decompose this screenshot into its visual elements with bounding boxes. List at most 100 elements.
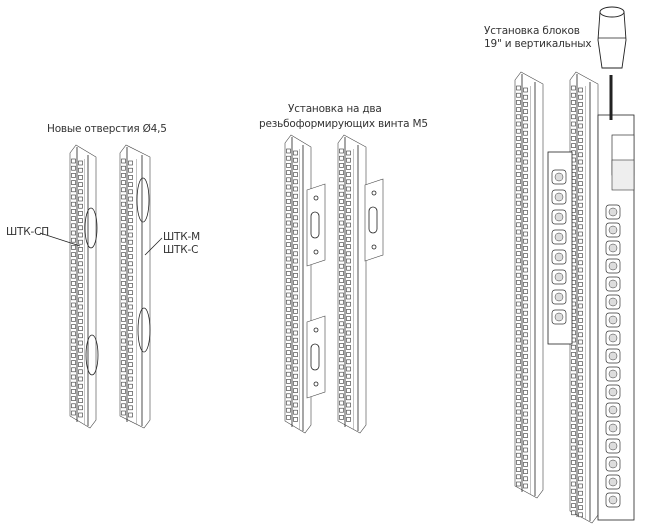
rail-hole [346,273,351,278]
rail-hole [293,345,298,350]
rail-hole [571,481,576,487]
rail-hole [523,159,528,165]
rail-hole [578,289,583,294]
rail-hole [293,352,298,357]
rail-hole [346,172,351,177]
rail-hole [339,170,344,175]
rail-hole [293,337,298,343]
rail-hole [78,290,83,295]
rail-hole [78,232,83,238]
rail-hole [578,418,583,424]
rail-hole [523,325,528,330]
rail-hole [339,184,344,190]
rail-hole [339,357,344,363]
rail-hole [523,296,528,302]
rail-hole [121,180,126,185]
bracket-top-left [306,183,326,267]
rail-hole [121,381,126,387]
rail-hole [523,181,528,186]
rail-hole [516,114,521,120]
rail-hole [293,193,298,199]
rail-hole [339,299,344,305]
rail-hole [71,165,76,171]
rail-hole [346,330,351,336]
rail-hole [293,381,298,386]
rail-hole [293,215,298,221]
label-mount-screws-2: резьбоформирующих винта М5 [259,118,428,130]
rail-hole [571,85,576,91]
rail-hole [571,344,576,350]
rail-hole [339,271,344,276]
rail-hole [293,201,298,206]
rail-hole [578,318,583,323]
rail-hole [571,424,576,429]
rail-hole [523,440,528,446]
rail-hole [293,165,298,170]
rail-hole [346,352,351,357]
rail-hole [71,259,76,265]
rail-hole [516,208,521,213]
rail-hole [516,172,521,177]
rail-hole [523,130,528,136]
rail-hole [346,186,351,192]
rail-hole [71,331,76,337]
rail-hole [78,383,83,389]
rail-hole [516,244,521,249]
rail-hole [578,145,583,150]
rail-hole [578,361,583,366]
bracket-bottom-left [306,315,326,399]
rail-hole [71,173,76,178]
rail-hole [78,268,83,274]
rail-hole [128,254,133,259]
rail-hole [346,280,351,285]
rail-hole [286,278,291,283]
rail-hole [523,454,528,460]
rail-hole [78,182,83,187]
label-mount-screws-1: Установка на два [288,103,382,115]
rail-hole [286,371,291,377]
rail-hole [578,483,583,489]
rail-hole [516,330,521,336]
rail-hole [346,229,351,235]
rail-hole [516,337,521,343]
rail-hole [346,165,351,170]
rail-hole [516,85,521,91]
rail-hole [286,235,291,240]
rail-hole [71,187,76,193]
rail-hole [571,488,576,494]
rail-hole [578,152,583,158]
rail-hole [128,405,133,411]
rail-hole [293,157,298,163]
rail-hole [346,179,351,185]
rail-hole [571,452,576,458]
rail-hole [78,391,83,396]
rail-hole [121,374,126,380]
rail-hole [346,237,351,242]
rail-hole [121,317,126,322]
rail-hole [286,148,291,154]
rail-hole [121,360,126,365]
rail-hole [128,311,133,317]
rail-hole [339,379,344,384]
rail-hole [516,352,521,357]
rail-hole [293,222,298,228]
rail-hole [578,253,583,258]
rail-hole [128,362,133,367]
rail-hole [78,369,83,375]
rail-hole [293,273,298,278]
rail-hole [71,338,76,344]
rail-hole [121,273,126,279]
rail-hole [71,317,76,322]
rail-hole [339,386,344,391]
rail-hole [71,273,76,279]
rail-hole [516,380,521,386]
rail-hole [71,396,76,401]
rail-hole [128,304,133,310]
label-mount-blocks-2: 19" и вертикальных [484,38,592,50]
rail-hole [578,404,583,410]
rail-hole [578,354,583,359]
rail-left [284,134,312,434]
rail-hole [339,285,344,291]
rail-hole [128,239,133,245]
rail-hole [121,158,126,164]
